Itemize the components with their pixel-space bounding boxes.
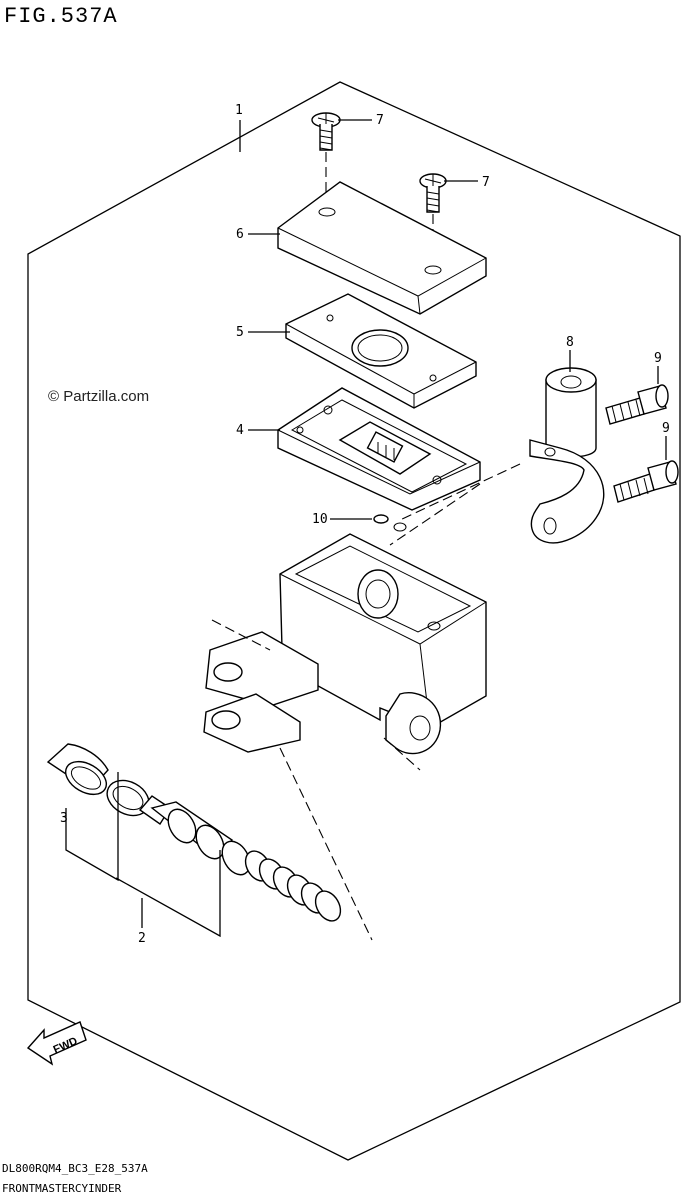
diagram-code: DL800RQM4_BC3_E28_537A — [2, 1162, 148, 1175]
part-screw-lower[interactable] — [419, 173, 447, 213]
part-reservoir-cap[interactable] — [277, 181, 487, 315]
figure-title: FIG.537A — [4, 4, 118, 29]
fwd-arrow-icon: FWD — [26, 1021, 87, 1066]
part-holder-bolt-upper[interactable] — [605, 384, 669, 425]
callout-3: 3 — [60, 811, 68, 826]
holder-guide-line — [399, 463, 521, 521]
part-small-washer[interactable] — [373, 514, 407, 532]
piston-guide-line — [279, 747, 373, 941]
callout-4: 4 — [236, 423, 244, 438]
body-guide-line — [383, 737, 421, 771]
callout-5: 5 — [236, 325, 244, 340]
part-dust-boot[interactable] — [46, 743, 112, 801]
part-diaphragm[interactable] — [277, 387, 481, 511]
leader-line — [65, 772, 119, 882]
callout-9-lower: 9 — [662, 421, 670, 436]
watermark-text: © Partzilla.com — [48, 388, 150, 405]
callout-8: 8 — [566, 335, 574, 350]
diagram-name: FRONTMASTERCYINDER — [2, 1182, 122, 1195]
part-diaphragm-plate[interactable] — [285, 293, 477, 409]
callout-1: 1 — [235, 103, 243, 118]
callout-10: 10 — [312, 512, 328, 527]
assembly-outline — [27, 81, 681, 1161]
callout-7-lower: 7 — [482, 175, 490, 190]
assembly-guide-line — [389, 483, 481, 546]
part-master-cylinder-holder[interactable] — [529, 367, 605, 544]
callout-7-upper: 7 — [376, 113, 384, 128]
body-guide-line — [211, 619, 271, 651]
part-piston[interactable] — [138, 795, 255, 880]
callout-2: 2 — [138, 931, 146, 946]
part-return-spring[interactable] — [240, 847, 345, 926]
leader-line — [115, 850, 221, 938]
part-master-cylinder-body[interactable] — [203, 533, 487, 755]
part-holder-bolt-lower[interactable] — [613, 460, 679, 503]
callout-6: 6 — [236, 227, 244, 242]
part-screw-upper[interactable] — [311, 112, 341, 151]
callout-9-upper: 9 — [654, 351, 662, 366]
